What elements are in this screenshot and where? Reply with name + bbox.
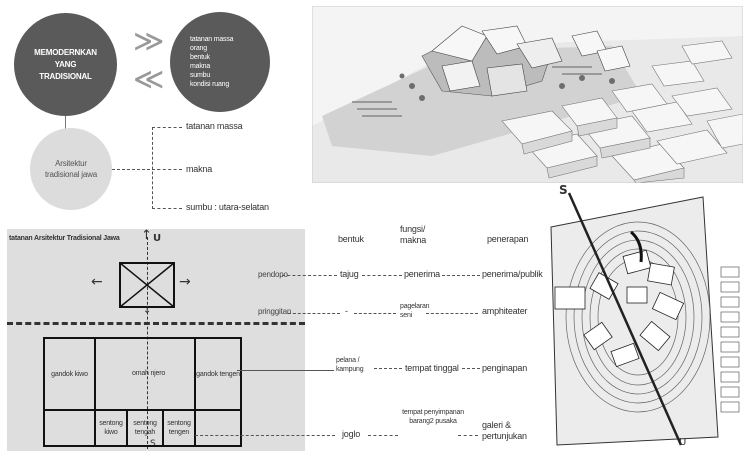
row-line (426, 313, 478, 314)
link-line-2 (195, 435, 335, 436)
pendopo-square-drawing (119, 262, 175, 308)
chevron-right-icon: ≫ (133, 24, 165, 59)
room-center-label: omah njero (132, 370, 166, 377)
aerial-render (312, 6, 743, 183)
room-bottom-right-label: sentong tengen (167, 420, 191, 436)
cell-fungsi: pagelaran seni (400, 303, 430, 319)
chevron-left-icon: ≪ (133, 62, 165, 97)
header-fungsi: fungsi/ makna (400, 224, 427, 245)
arrow-right-icon: → (179, 274, 191, 290)
cell-bentuk: pelana / kampung (336, 357, 364, 373)
branch-label: tatanan massa (186, 121, 243, 131)
row-line (458, 435, 478, 436)
aerial-render-drawing (312, 6, 743, 183)
link-line-1 (237, 370, 334, 371)
axis-line (147, 237, 148, 449)
site-plan-drawing (543, 187, 743, 451)
room-left-label: gandok kiwo (51, 370, 88, 378)
items-circle: tatanan massa orang bentuk makna sumbu k… (170, 12, 270, 112)
branch-line-mid (152, 169, 182, 170)
cell-penerapan: penerima/publik (482, 269, 543, 279)
arrow-down-icon: ↓ (143, 305, 152, 316)
row-line (374, 368, 402, 369)
north-label: U (153, 233, 162, 244)
items-item: orang (190, 45, 207, 52)
room-bottom-left-label: sentong kiwo (99, 420, 123, 436)
cell-penerapan: galeri & pertunjukan (482, 420, 527, 441)
row-line (368, 435, 398, 436)
row-label: pendopo (258, 270, 288, 279)
modernize-circle: MEMODERNKAN YANG TRADISIONAL (14, 13, 117, 116)
branch-line-main (112, 169, 160, 170)
header-bentuk: bentuk (338, 234, 364, 244)
items-list: tatanan massa orang bentuk makna sumbu k… (190, 35, 250, 89)
cell-fungsi: tempat penyimpanan barang2 pusaka (402, 409, 464, 425)
plan-title: tatanan Arsitektur Tradisional Jawa (9, 235, 120, 242)
cell-bentuk: tajug (340, 269, 359, 279)
arch-circle: Arsitektur tradisional jawa (30, 128, 112, 210)
row-line (282, 275, 337, 276)
room-bottom-center: sentong tengah (126, 409, 164, 447)
site-south-label: U (679, 437, 687, 448)
row-line (354, 313, 396, 314)
branch-label: sumbu : utara-selatan (186, 202, 269, 212)
branch-line-top (152, 127, 182, 128)
room-bottom-center-label: sentong tengah (133, 420, 157, 436)
cell-bentuk: - (345, 306, 348, 316)
cell-penerapan: penginapan (482, 363, 528, 373)
mapping-table: bentuk fungsi/ makna penerapan pendopo t… (250, 222, 550, 451)
row-line (362, 275, 402, 276)
arrow-up-icon: ↑ (141, 228, 152, 243)
cell-fungsi: tempat tinggal (405, 363, 459, 373)
separator-line (7, 322, 305, 325)
cell-penerapan: amphiteater (482, 306, 528, 316)
arrow-left-icon: ← (91, 274, 103, 290)
header-penerapan: penerapan (487, 234, 529, 244)
row-label: pringgitan (258, 307, 292, 316)
room-center: omah njero (94, 337, 196, 411)
branch-label: makna (186, 164, 213, 174)
items-item: tatanan massa (190, 36, 234, 43)
pendopo-square (119, 262, 175, 308)
row-line (442, 275, 480, 276)
site-north-label: S (559, 183, 568, 197)
plan-panel: tatanan Arsitektur Tradisional Jawa U ↑ … (7, 228, 305, 451)
branch-line-bot (152, 208, 182, 209)
south-label: S (150, 439, 156, 449)
site-plan: S U (543, 183, 743, 451)
room-bottom-right: sentong tengen (162, 409, 196, 447)
room-right: gandok tengen (194, 337, 242, 411)
modernize-circle-text: MEMODERNKAN YANG TRADISIONAL (34, 47, 97, 81)
concept-diagram: MEMODERNKAN YANG TRADISIONAL ≫ ≪ tatanan… (0, 0, 310, 225)
row-line (288, 313, 340, 314)
items-item: kondisi ruang (190, 81, 230, 88)
items-item: bentuk (190, 54, 210, 61)
room-right-label: gandok tengen (196, 370, 240, 378)
items-item: sumbu (190, 72, 211, 79)
room-bottom-left: sentong kiwo (94, 409, 128, 447)
arch-circle-text: Arsitektur tradisional jawa (45, 159, 97, 179)
row-line (462, 368, 480, 369)
branch-line-vertical (152, 127, 153, 209)
connector-vertical (65, 116, 66, 130)
items-item: makna (190, 63, 211, 70)
room-left: gandok kiwo (43, 337, 96, 411)
cell-bentuk: joglo (342, 429, 361, 439)
cell-fungsi: penerima (404, 269, 440, 279)
